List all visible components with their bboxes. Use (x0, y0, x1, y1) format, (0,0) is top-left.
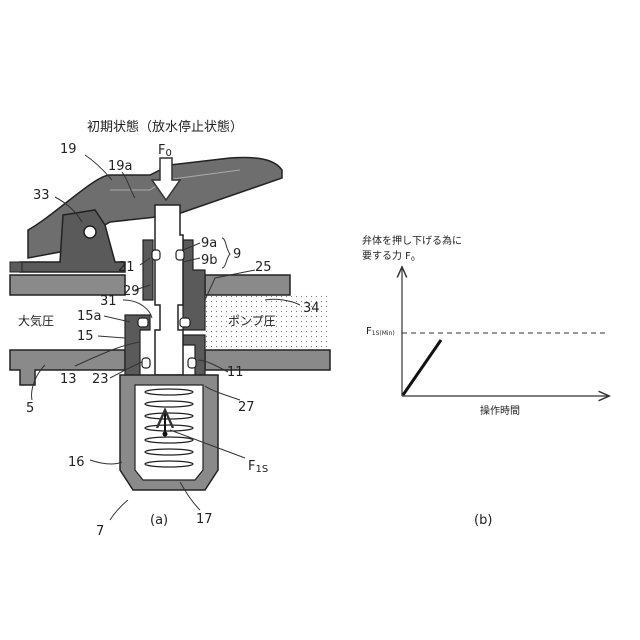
threshold-label: F1S(Min) (366, 326, 395, 337)
force-rise-line (403, 340, 441, 395)
force-f0-label: F0 (158, 143, 172, 159)
label-25: 25 (255, 260, 272, 275)
force-chart: 弁体を押し下げる為に 要する力 F0 F1S(Min) 操作時間 (b) (362, 234, 608, 528)
y-axis-label-line2: 要する力 F0 (362, 249, 415, 263)
label-11: 11 (227, 365, 244, 380)
label-23: 23 (92, 372, 109, 387)
label-27: 27 (238, 400, 255, 415)
label-17: 17 (196, 512, 213, 527)
label-15a: 15a (77, 309, 102, 324)
label-7: 7 (96, 524, 104, 539)
x-axis-label: 操作時間 (480, 404, 520, 417)
label-33: 33 (33, 188, 50, 203)
diagram-title: 初期状態（放水停止状態） (87, 119, 243, 135)
label-13: 13 (60, 372, 77, 387)
label-9b: 9b (201, 253, 218, 268)
label-31: 31 (100, 294, 117, 309)
label-15: 15 (77, 329, 94, 344)
caption-a: (a) (150, 513, 168, 528)
caption-b: (b) (474, 513, 492, 528)
valve-stem (155, 205, 183, 375)
label-16: 16 (68, 455, 85, 470)
label-5: 5 (26, 401, 34, 416)
label-21: 21 (118, 260, 135, 275)
force-f1s-label: F1S (248, 459, 268, 475)
y-axis-label-line1: 弁体を押し下げる為に (362, 234, 462, 247)
upper-housing (10, 275, 125, 295)
label-9a: 9a (201, 236, 217, 251)
label-29: 29 (123, 284, 140, 299)
label-34: 34 (303, 301, 320, 316)
label-19: 19 (60, 142, 77, 157)
valve-diagram: 初期状態（放水停止状態） (10, 119, 330, 539)
label-9: 9 (233, 247, 241, 262)
atmospheric-pressure-label: 大気圧 (18, 313, 54, 328)
pivot-pin (84, 226, 96, 238)
pump-pressure-label: ポンプ圧 (228, 314, 276, 328)
label-19a: 19a (108, 159, 133, 174)
